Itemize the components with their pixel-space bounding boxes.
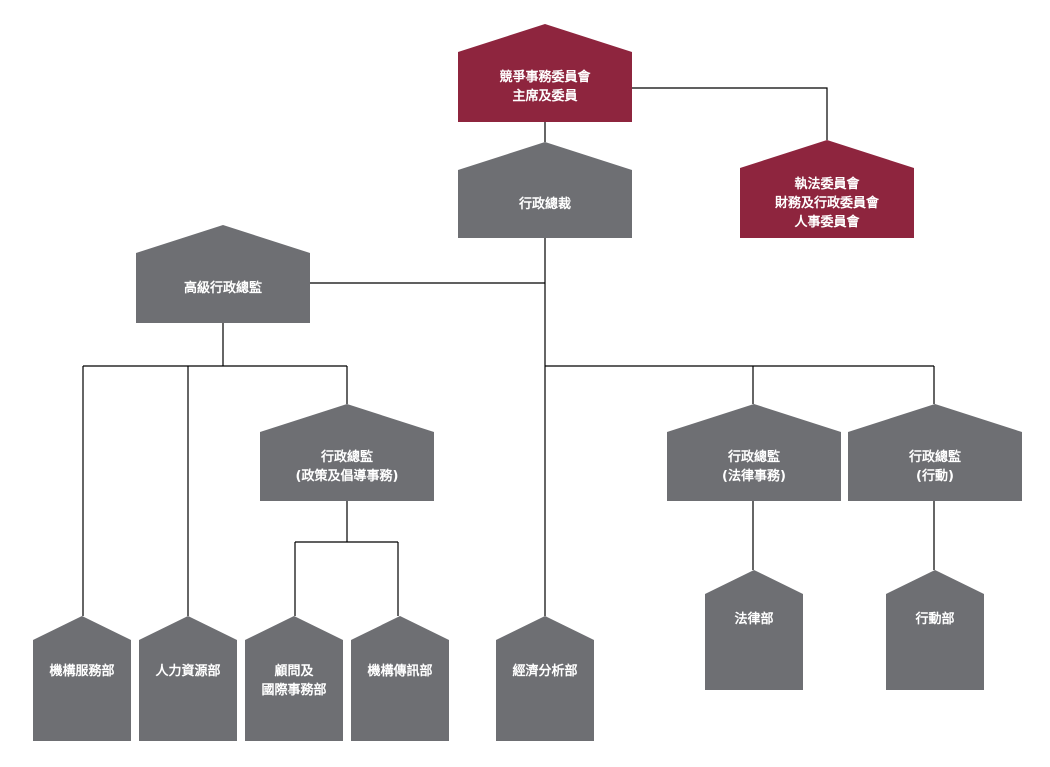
node-label: 人力資源部 xyxy=(155,664,221,679)
node-label: 法律部 xyxy=(734,612,774,627)
node-label: 機構傳訊部 xyxy=(367,664,433,679)
node-label: 高級行政總監 xyxy=(183,280,262,296)
node-label: 機構服務部 xyxy=(49,664,115,679)
node-label: 人事委員會 xyxy=(794,214,860,230)
connector-ceo-right-branch xyxy=(545,365,935,404)
node-label: 行動部 xyxy=(915,612,955,627)
node-label: 經濟分析部 xyxy=(512,664,578,679)
connector-senior-ed-branch xyxy=(82,323,348,616)
node-label: 行政總監 xyxy=(908,449,961,465)
node-human-resources: 人力資源部 xyxy=(139,616,237,741)
node-label: 國際事務部 xyxy=(261,683,327,698)
node-label: 顧問及 xyxy=(274,664,314,679)
node-operations-division: 行動部 xyxy=(886,570,984,690)
connector-ed-policy-branch xyxy=(294,501,399,616)
node-label: 主席及委員 xyxy=(512,89,578,104)
node-label: 財務及行政委員會 xyxy=(774,195,879,211)
node-label: 行政總裁 xyxy=(518,196,571,212)
node-economic-analysis: 經濟分析部 xyxy=(496,616,594,741)
connector-chair-committees xyxy=(632,87,828,140)
node-label: 競爭事務委員會 xyxy=(499,70,591,85)
node-label: 執法委員會 xyxy=(794,176,860,192)
node-label: 行政總監 xyxy=(727,449,780,465)
node-advisory-international: 顧問及 國際事務部 xyxy=(245,616,343,741)
node-label: (法律事務) xyxy=(722,468,786,484)
node-label: (行動) xyxy=(916,468,954,484)
node-corporate-communications: 機構傳訊部 xyxy=(351,616,449,741)
node-label: 行政總監 xyxy=(320,449,373,465)
node-label: (政策及倡導事務) xyxy=(295,468,399,484)
node-legal-division: 法律部 xyxy=(705,570,803,690)
node-corporate-services: 機構服務部 xyxy=(33,616,131,741)
